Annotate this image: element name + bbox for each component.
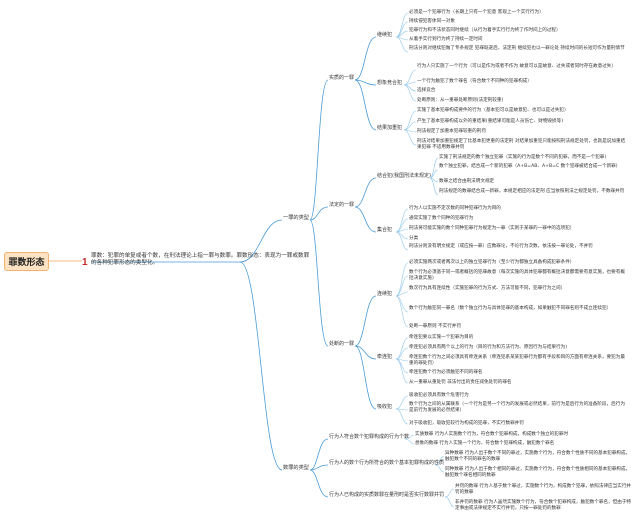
node-lianxu[interactable]: 连续犯 [377, 291, 393, 297]
root-node[interactable]: 罪数形态 [4, 252, 49, 271]
leaf-shuzui-3-2[interactable]: 非并罚的数罪 行为人虽然实施数个行为，符合数个犯罪构成，触犯数个罪名，但由于特定… [455, 500, 632, 511]
leaf-jixufan-1[interactable]: 必须是一个犯罪行为（长期上只有一个犯意 客观上一个实行行为） [409, 10, 544, 15]
leaf-xiangjing-2[interactable]: 一个行为触犯了数个罪名（符合数个不同种的犯罪构成） [417, 79, 532, 84]
leaf-jihe-5[interactable]: 刑法分则没有明文规定（或应按一罪）应数罪论，不论行为次数，依法按一罪论处，不并罚 [409, 244, 593, 249]
leaf-shuzui-1-2[interactable]: 想象的数罪 行为人实施一个行为，符合数个犯罪构成，触犯数个罪名 [415, 441, 555, 446]
leaf-jieguo-2[interactable]: 产生了基本犯罪构成以外的重结果(重结果可能是人员伤亡、财物毁损等) [417, 119, 563, 124]
leaf-jihe-3[interactable]: 刑法将可能实施的数个同种犯罪行为规定为一罪（实则于某罪的一罪中的选项犯） [409, 226, 575, 231]
leaf-shuzui-1-1[interactable]: 实质数罪 行为人实施数个行为，符合数个犯罪构成，构成数个独立的犯罪时 [415, 432, 569, 437]
leaf-lianxu-3[interactable]: 数次行为具有连续性（实施犯罪的行为方式、方法可能不同，犯罪行为之间） [409, 286, 566, 291]
leaf-jieguo-3[interactable]: 刑法规定了加重本犯罪较重的刑罚 [417, 129, 486, 134]
node-shuzui-group-3[interactable]: 行为人已构成的实质数罪在量刑时是否实行数罪并罚 [329, 492, 445, 498]
leaf-xishou-2[interactable]: 数个行为之间的从属联系（一个行为是另一个行为的发展或必然结果，前行为是后行为的准… [409, 402, 625, 413]
leaf-jiehe-3[interactable]: 数罪之结合由刑法明文规定 [439, 179, 495, 184]
leaf-jihe-2[interactable]: 通常实施了数个同种的犯罪行为 [409, 216, 474, 221]
leaf-shuzui-3-1[interactable]: 并罚的数罪 行为人基于数个罪过，实施数个行为，构成数个犯罪，依照法律应当实行并罚… [455, 484, 632, 495]
leaf-qianlian-5[interactable]: 从一重罪从重处罚 非法付出的责任减免处罚的罪名 [409, 380, 512, 385]
leaf-lianxu-2[interactable]: 数个行为必须基于同一或者概括的犯罪故意（每次实施的具体犯罪都有概括决意都需要有意… [409, 270, 625, 281]
node-xishou[interactable]: 吸收犯 [377, 404, 393, 410]
intro-node[interactable]: 罪数：犯罪的单复或者个数，在刑法理论上指一罪与数罪。罪数形态：表现为一罪或数罪的… [91, 253, 310, 266]
leaf-qianlian-2[interactable]: 牵连犯必须具有两个以上的行为（目的行为和方法行为、原因行为与结果行为) [409, 345, 567, 350]
node-qianlian[interactable]: 牵连犯 [377, 354, 393, 360]
leaf-lianxu-5[interactable]: 处断一罪原则 不实行并罚 [409, 324, 461, 329]
priority-badge: 1 [82, 257, 88, 268]
leaf-qianlian-3[interactable]: 牵连犯数个行为之间必须具有牵连关系（牵连犯系某某犯罪行为都有手段和目的方面有牵连… [409, 355, 625, 366]
leaf-jixufan-3[interactable]: 犯罪行为和不法状态同时继续（从行为着手实行行为终了作时间上的过程） [409, 28, 561, 33]
leaf-xiangjing-3[interactable]: 选择竞合 [417, 88, 436, 93]
node-yizui[interactable]: 一罪的类型 [283, 215, 309, 221]
node-jihe[interactable]: 集合犯 [377, 227, 393, 233]
node-xiangjing[interactable]: 想象竞合犯 [377, 80, 403, 86]
leaf-jixufan-4[interactable]: 从着手实行到行为终了持续一定时间 [409, 37, 483, 42]
leaf-xiangjing-1[interactable]: 行为人只实施了一个行为（可以是作为或者不作为 故意可以是故意、过失或者同时存在故… [417, 64, 616, 69]
leaf-xishou-3[interactable]: 对于吸收犯，吸收犯较行为构成的犯罪，不实行数罪并罚 [409, 421, 524, 426]
leaf-jixufan-2[interactable]: 持续侵犯客体同一对象 [409, 19, 455, 24]
node-jixufan[interactable]: 继续犯 [377, 32, 393, 38]
leaf-jieguo-1[interactable]: 实施了基本犯罪构成要件的行为（基本犯可以是故意犯、也可以是过失犯） [417, 108, 569, 113]
leaf-xishou-1[interactable]: 吸收犯必须具有数个危害行为 [409, 393, 469, 398]
leaf-jihe-4[interactable]: 分类 [409, 236, 419, 241]
leaf-lianxu-1[interactable]: 必须实施两次或者两次以上的独立犯罪行为（至少行为都独立具备构成犯罪条件） [409, 260, 575, 265]
node-shizhi[interactable]: 实质的一罪 [329, 75, 355, 81]
leaf-xiangjing-4[interactable]: 处断原则：从一重罪处断原则(法定刑较重) [417, 98, 504, 103]
node-chuduan[interactable]: 处断的一罪 [329, 341, 355, 347]
leaf-jihe-1[interactable]: 行为人以实施不定次数的同种犯罪行为为目的 [409, 206, 501, 211]
node-shuzui-group-1[interactable]: 行为人符合数个犯罪构成的行为个数 [329, 434, 410, 440]
leaf-qianlian-1[interactable]: 牵连犯要以实施一个犯罪为目的 [409, 335, 474, 340]
leaf-jiehe-4[interactable]: 刑法规定的数罪结合成一新罪，本规定相应的法定刑 应当依照刑法之规定处罚，不数罪并… [439, 189, 625, 194]
node-shuzui-group-2[interactable]: 行为人的数个行为所符合的数个基本犯罪构成的性质 [329, 460, 445, 466]
leaf-lianxu-4[interactable]: 数个行为触犯同一罪名（数个独立行为与具体犯罪的基本构成，如果触犯不同罪名则不成立… [409, 306, 612, 311]
leaf-jieguo-4[interactable]: 刑法对结果加重犯规定了比基本犯更重的法定刑 对结果加重犯只能按照刑法规定处罚，也… [417, 139, 626, 150]
leaf-jixufan-5[interactable]: 刑法分则对继续犯做了专条规定 犯罪既遂后，法定刑 继续犯也以一罪论处 持续时间的… [409, 46, 625, 51]
leaf-shuzui-2-2[interactable]: 同种数罪 行为人出于数个相同的罪过，实施数个行为，符合数个性质相同的基本犯罪构成… [445, 467, 631, 478]
node-fading[interactable]: 法定的一罪 [329, 202, 355, 208]
node-jieguo[interactable]: 结果加重犯 [377, 125, 403, 131]
leaf-shuzui-2-1[interactable]: 异种数罪 行为人出于数个不同的罪过，实施数个行为，符合数个性质不同的基本犯罪构成… [445, 451, 631, 462]
leaf-jiehe-1[interactable]: 实施了刑法规定的数个独立犯罪（实施的行为是数个不同的犯罪，而不是一个犯罪) [439, 155, 607, 160]
leaf-jiehe-2[interactable]: 数个独立犯罪，结合成一个新的犯罪（A+B=AB、A+B=C 数个犯罪被结合成一个… [439, 164, 618, 169]
node-shuzui[interactable]: 数罪的类型 [283, 465, 309, 471]
node-jiehe[interactable]: 结合犯(我国刑法未规定) [377, 173, 431, 179]
leaf-qianlian-4[interactable]: 牵连犯数个行为必须触犯不同的罪名 [409, 370, 483, 375]
